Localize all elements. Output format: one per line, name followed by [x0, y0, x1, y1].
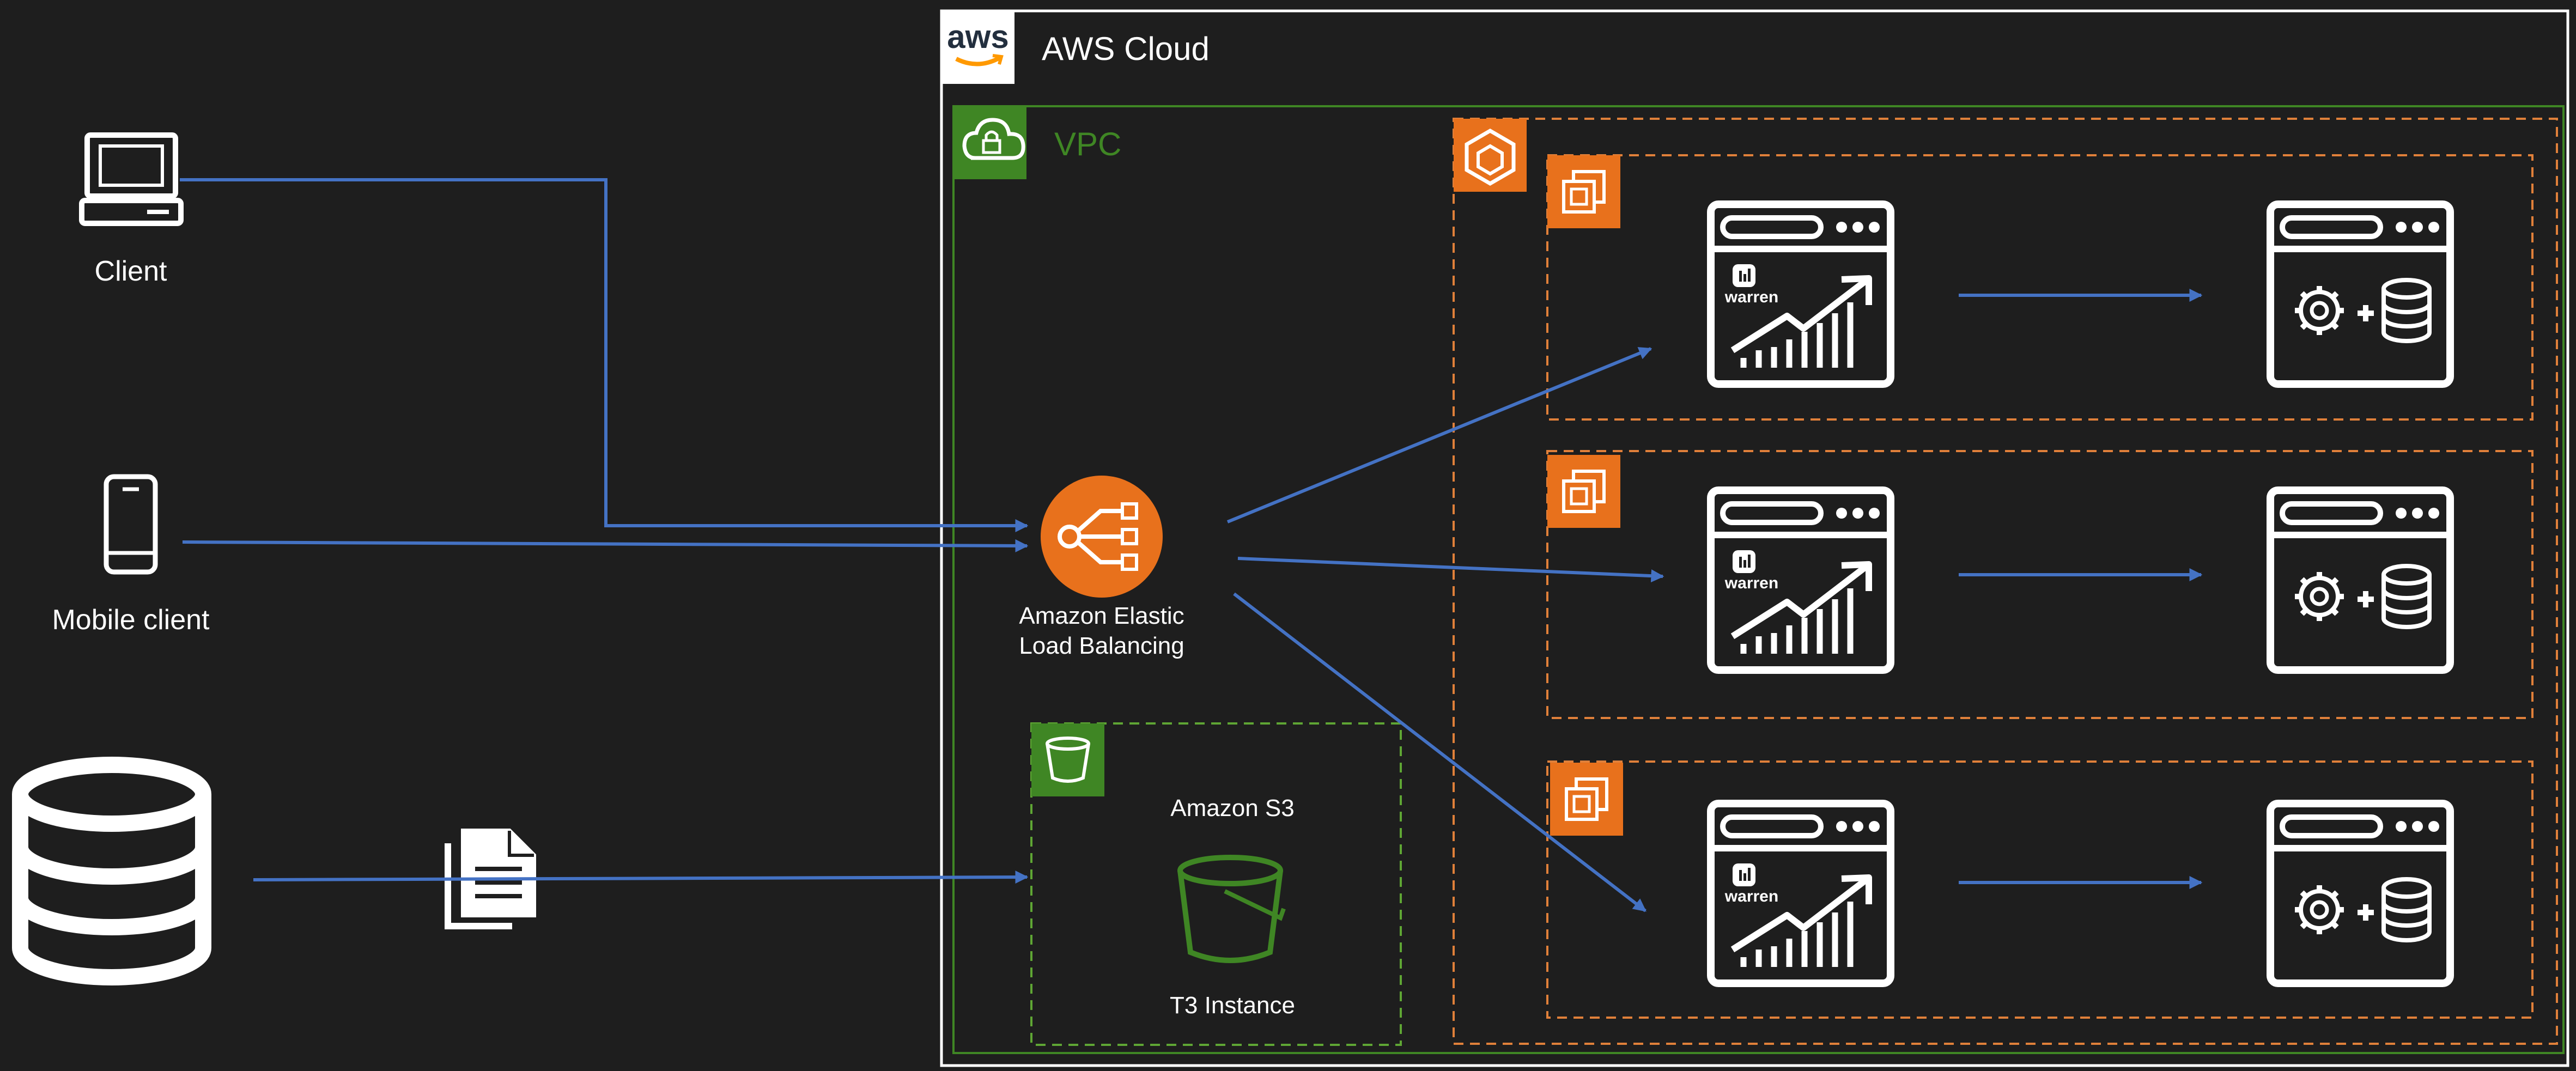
client-label: Client	[95, 255, 167, 287]
arrow-elb-to-app1	[1226, 347, 1652, 524]
warren-app-icon-1: warren	[1711, 204, 1891, 384]
elb-icon	[1041, 476, 1163, 598]
mobile-client-label: Mobile client	[52, 604, 210, 636]
elb-label-line1: Amazon Elastic	[1019, 603, 1184, 629]
ec2-group-3	[1546, 760, 2534, 1019]
server-db-icon-1	[2270, 204, 2450, 384]
ec2-instance-icon-2	[1547, 455, 1620, 528]
arrow-client-to-elb	[180, 178, 1029, 532]
arrow-elb-to-app3	[1233, 592, 1647, 912]
aws-cloud-label: AWS Cloud	[1042, 31, 1210, 67]
mobile-client-icon	[104, 474, 158, 575]
warren-app-icon-2: warren	[1711, 490, 1891, 670]
s3-group	[1030, 722, 1402, 1046]
s3-group-icon	[1031, 723, 1104, 796]
documents-icon	[445, 829, 536, 929]
server-db-icon-3	[2270, 804, 2450, 983]
ec2-instance-icon-1	[1547, 155, 1620, 228]
data-source-database-icon	[12, 757, 211, 985]
warren-brand-2: warren	[1724, 574, 1778, 592]
server-db-icon-2	[2270, 490, 2450, 670]
arrow-mobile-to-elb	[182, 539, 1029, 552]
ec2-group-1	[1546, 154, 2534, 421]
aws-logo-icon: aws	[941, 11, 1014, 84]
vpc-icon	[953, 106, 1026, 179]
desktop-client-icon	[79, 132, 184, 226]
aws-logo-text: aws	[947, 19, 1008, 55]
arrow-database-to-s3	[253, 871, 1029, 884]
ec2-instance-icon-3	[1550, 763, 1623, 836]
s3-title: Amazon S3	[1170, 795, 1294, 821]
warren-brand-3: warren	[1724, 887, 1778, 905]
arrow-elb-to-app2	[1237, 557, 1664, 583]
ec2-group-2	[1546, 450, 2534, 719]
warren-app-icon-3: warren	[1711, 804, 1891, 983]
vpc-group	[952, 105, 2565, 1054]
s3-subtitle: T3 Instance	[1170, 992, 1295, 1019]
elb-label-line2: Load Balancing	[1019, 632, 1184, 659]
warren-brand-1: warren	[1724, 288, 1778, 306]
ecs-cluster-icon	[1454, 119, 1527, 192]
vpc-label: VPC	[1054, 126, 1121, 162]
s3-bucket-icon	[1177, 855, 1286, 963]
aws-cloud-group	[940, 9, 2569, 1067]
